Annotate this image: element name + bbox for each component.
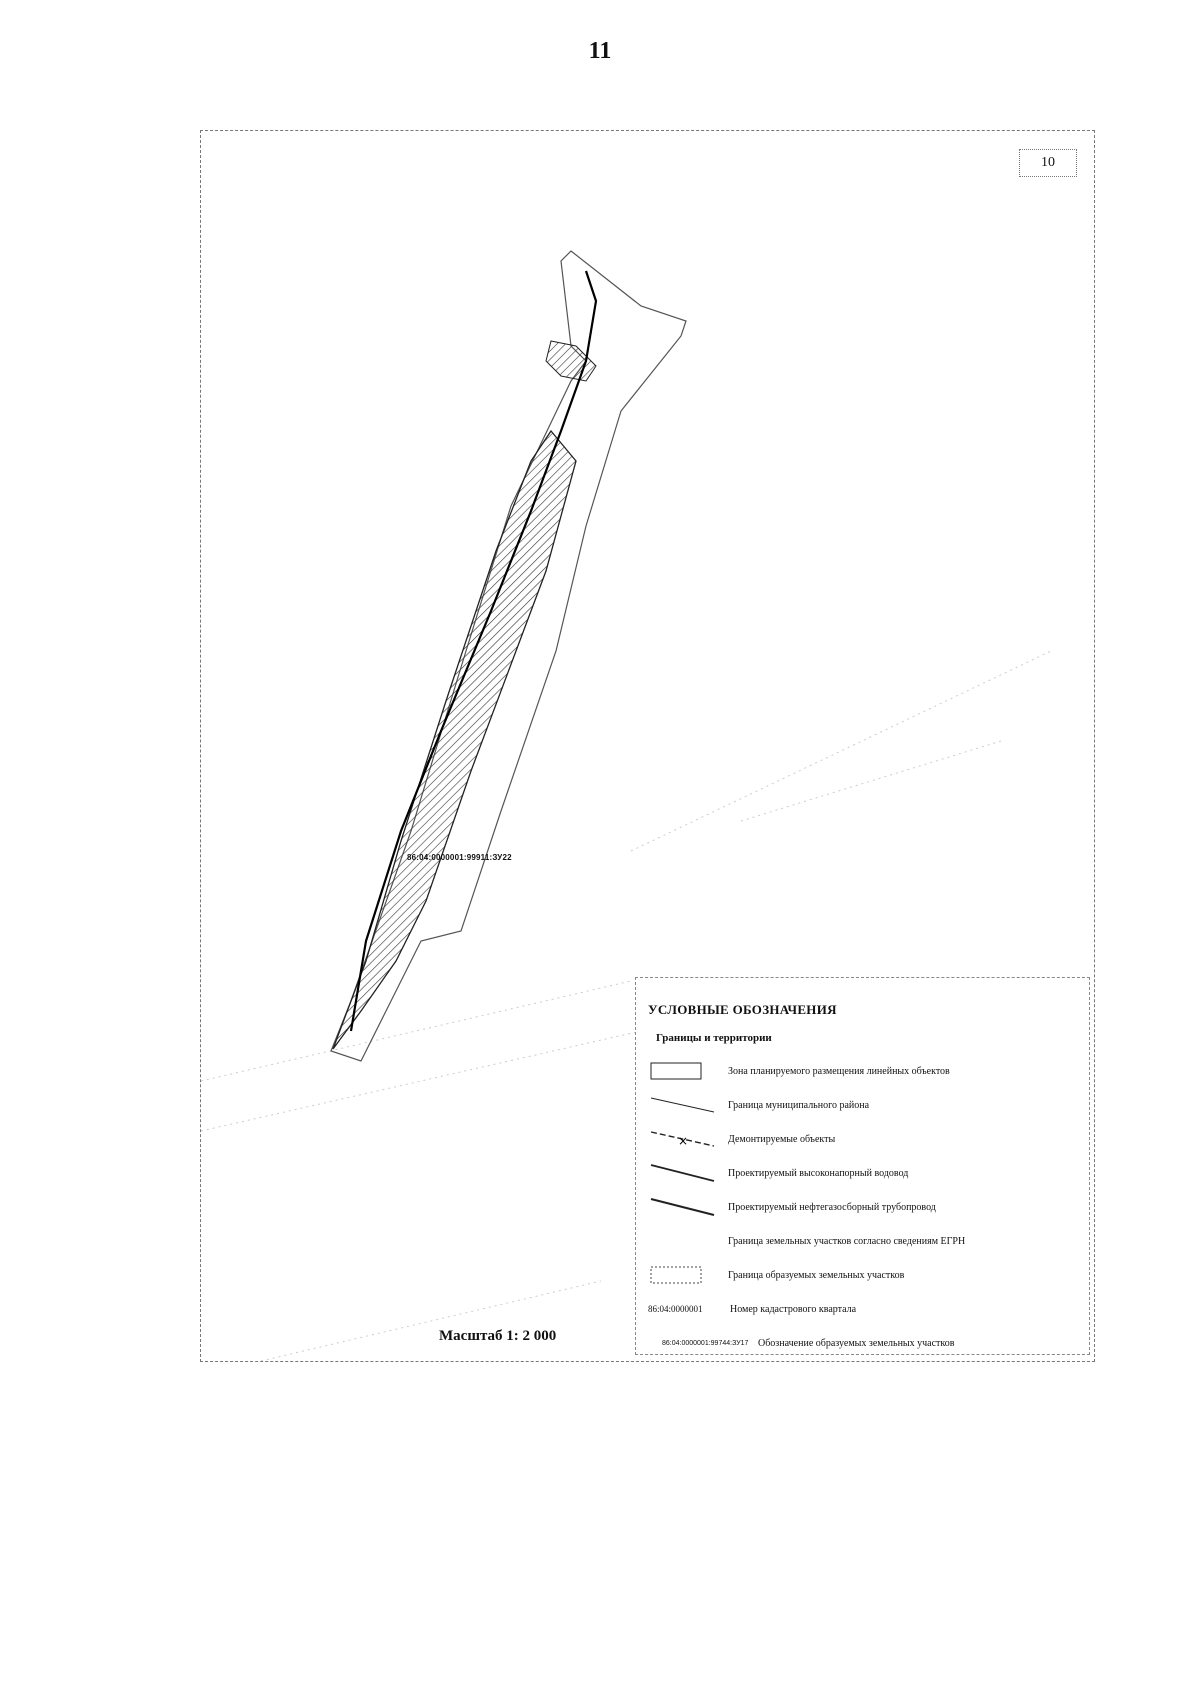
legend-item-water-pipeline: Проектируемый высоконапорный водовод xyxy=(648,1156,1077,1190)
box-solid-symbol xyxy=(650,1062,702,1080)
legend-item-formed-parcels: Граница образуемых земельных участков xyxy=(648,1258,1077,1292)
parcel-label: 86:04:0000001:99911:ЗУ22 xyxy=(407,853,512,862)
box-dotted-symbol xyxy=(650,1266,702,1284)
legend-title: УСЛОВНЫЕ ОБОЗНАЧЕНИЯ xyxy=(648,1002,837,1017)
sheet-number: 10 xyxy=(1019,149,1077,177)
line-thick-symbol xyxy=(650,1164,715,1182)
svg-text:×: × xyxy=(678,1134,688,1148)
line-thin-symbol xyxy=(650,1097,715,1113)
cadastral-quarter-example: 86:04:0000001 xyxy=(648,1304,703,1314)
legend-item-district-boundary: Граница муниципального района xyxy=(648,1088,1077,1122)
page-number: 11 xyxy=(588,38,612,64)
line-cross-symbol: × xyxy=(650,1131,715,1148)
parcel-designation-example: 86:04:0000001:99744:ЗУ17 xyxy=(662,1339,749,1347)
legend-item-zone: Зона планируемого размещения линейных об… xyxy=(648,1054,1077,1088)
legend-item-oil-pipeline: Проектируемый нефтегазосборный трубопров… xyxy=(648,1190,1077,1224)
legend-item-egrn-boundary: Граница земельных участков согласно свед… xyxy=(728,1235,966,1247)
line-thick-symbol xyxy=(650,1198,715,1216)
legend-item-cadastral-quarter: 86:04:0000001 Номер кадастрового квартал… xyxy=(648,1303,857,1315)
parcel-hatched xyxy=(332,429,577,1050)
background-lines xyxy=(201,650,1052,1361)
legend-item-demolished: × Демонтируемые объекты xyxy=(648,1122,1077,1156)
legend-subtitle: Границы и территории xyxy=(656,1032,772,1044)
legend: УСЛОВНЫЕ ОБОЗНАЧЕНИЯ Границы и территори… xyxy=(635,977,1090,1355)
pipeline-line xyxy=(349,270,598,1032)
map-frame: 10 86:04:0000001:99911:ЗУ22 Масштаб 1: 2… xyxy=(200,130,1095,1362)
map-drawing xyxy=(201,250,1052,1361)
scale-label: Масштаб 1: 2 000 xyxy=(439,1328,557,1344)
legend-item-parcel-designation: 86:04:0000001:99744:ЗУ17 Обозначение обр… xyxy=(648,1326,1077,1360)
